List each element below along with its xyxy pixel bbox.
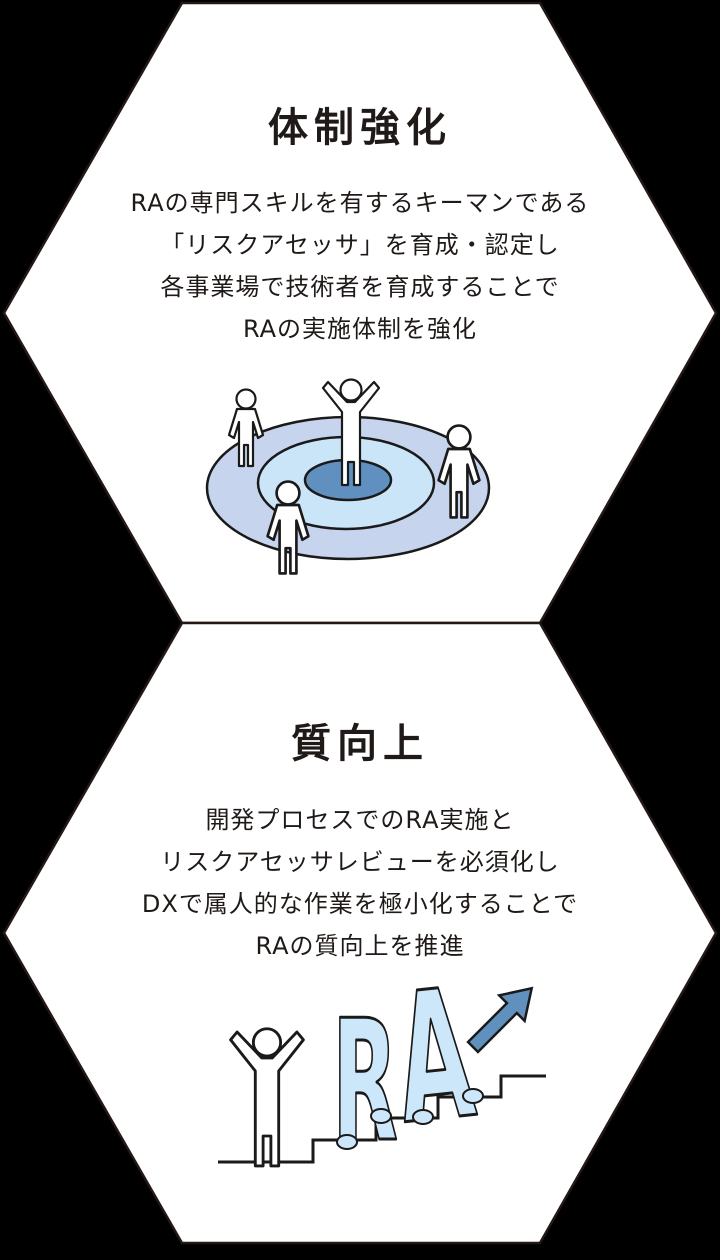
letter-r-foot bbox=[336, 1134, 358, 1150]
letter-a: A bbox=[387, 970, 482, 1164]
letter-r: R bbox=[332, 985, 398, 1179]
text-line: 各事業場で技術者を育成することで bbox=[160, 273, 560, 301]
letter-r-foot bbox=[370, 1108, 392, 1124]
staircase-line bbox=[218, 1074, 546, 1164]
letter-a-foot bbox=[462, 1088, 484, 1104]
hexagon-bottom-title: 質向上 bbox=[291, 721, 429, 767]
people-on-target-illustration bbox=[205, 378, 491, 575]
text-line: RAの実施体制を強化 bbox=[242, 315, 478, 343]
ra-climbing-stairs-illustration: R A bbox=[218, 970, 546, 1181]
text-line: 「リスクアセッサ」を育成・認定し bbox=[160, 231, 560, 259]
person-raised-arms-icon bbox=[229, 1027, 305, 1168]
text-line: RAの質向上を推進 bbox=[255, 932, 465, 960]
hexagon-top-title: 体制強化 bbox=[268, 105, 452, 151]
text-line: RAの専門スキルを有するキーマンである bbox=[130, 189, 590, 217]
text-line: リスクアセッサレビューを必須化し bbox=[160, 848, 560, 876]
hexagon-top-text: RAの専門スキルを有するキーマンである 「リスクアセッサ」を育成・認定し 各事業… bbox=[0, 182, 720, 350]
hexagon-bottom-shape bbox=[2, 621, 718, 1245]
text-line: DXで属人的な作業を極小化することで bbox=[141, 890, 579, 918]
text-line: 開発プロセスでのRA実施と bbox=[205, 806, 515, 834]
growth-arrow-icon bbox=[466, 986, 534, 1054]
hexagon-bottom-text: 開発プロセスでのRA実施と リスクアセッサレビューを必須化し DXで属人的な作業… bbox=[0, 799, 720, 967]
letter-a-foot bbox=[412, 1109, 434, 1125]
